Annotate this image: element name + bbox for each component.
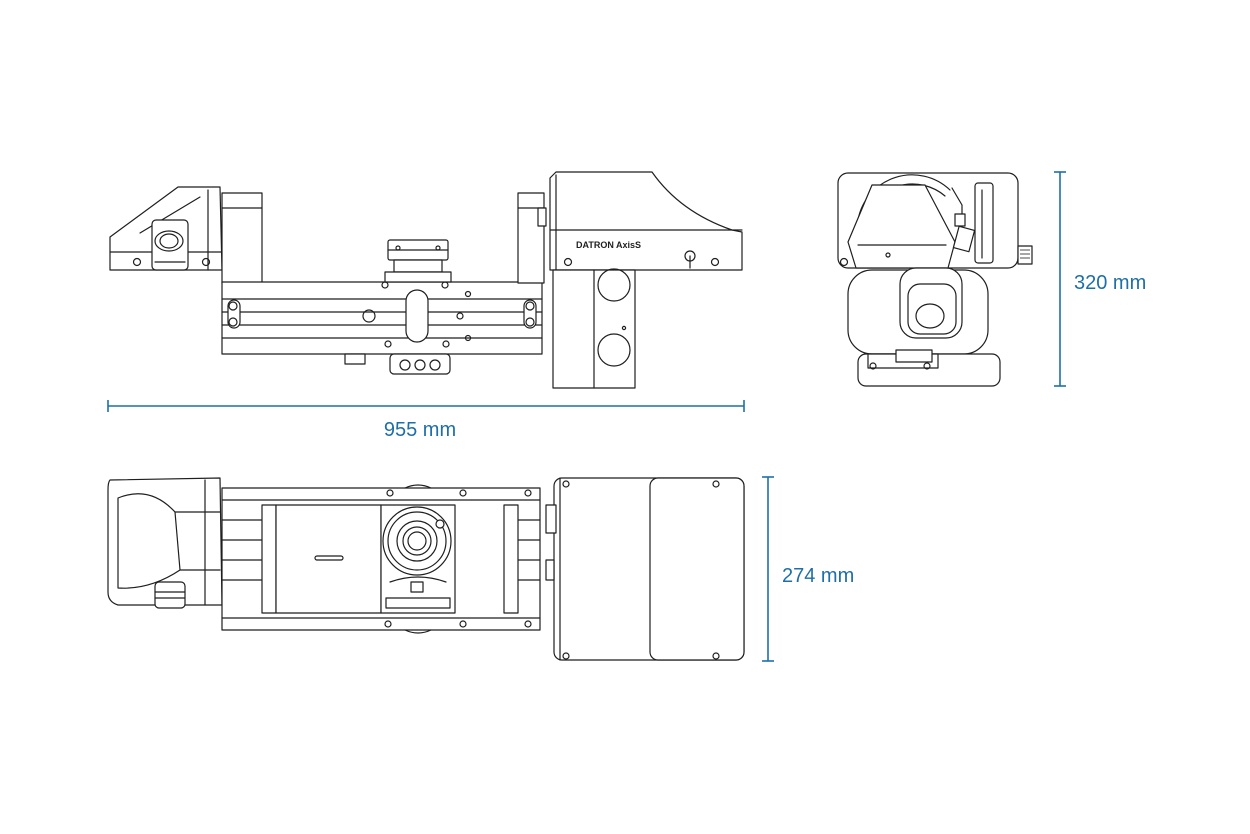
front-main-beam: [221, 281, 543, 375]
front-right-housing: DATRON AxisS: [549, 171, 743, 389]
front-left-motor-housing: [109, 186, 223, 271]
dimension-width: 955 mm: [107, 400, 745, 441]
side-view: [837, 172, 1033, 387]
front-right-arm: [517, 192, 547, 284]
height-dimension-label: 320 mm: [1074, 272, 1146, 294]
dimension-height: 320 mm: [1054, 171, 1146, 387]
dimension-depth: 274 mm: [762, 476, 854, 662]
depth-dimension-label: 274 mm: [782, 565, 854, 587]
front-view: DATRON AxisS: [109, 171, 743, 389]
width-dimension-label: 955 mm: [384, 419, 456, 441]
front-top-mount: [384, 239, 452, 283]
front-left-arm: [221, 192, 263, 284]
product-label: DATRON AxisS: [576, 240, 641, 250]
top-view: [107, 477, 745, 661]
